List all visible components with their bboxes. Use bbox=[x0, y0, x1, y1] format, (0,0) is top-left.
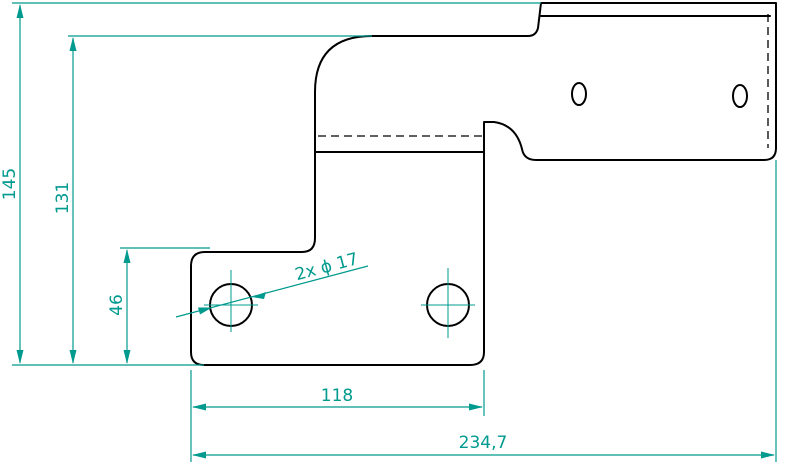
dim-label-145: 145 bbox=[0, 168, 20, 200]
dim-total-width: 234,7 bbox=[192, 433, 775, 459]
dim-upper-height: 131 bbox=[53, 37, 77, 364]
dim-label-hole: 2x ϕ 17 bbox=[293, 249, 361, 285]
bracket-profile bbox=[190, 2, 777, 366]
part-outline bbox=[190, 2, 777, 366]
dim-label-118: 118 bbox=[321, 386, 353, 406]
holes bbox=[204, 82, 748, 338]
upper-hole-right bbox=[732, 84, 748, 108]
dim-hole-diameter: 2x ϕ 17 bbox=[175, 249, 369, 318]
extension-lines bbox=[12, 2, 777, 462]
dim-label-234-7: 234,7 bbox=[459, 433, 508, 453]
upper-hole-left bbox=[571, 82, 587, 106]
dim-lower-height: 46 bbox=[107, 249, 131, 364]
dim-label-131: 131 bbox=[53, 182, 73, 214]
dim-total-height: 145 bbox=[0, 4, 24, 364]
dim-flange-width: 118 bbox=[192, 386, 483, 411]
dim-label-46: 46 bbox=[107, 294, 127, 316]
